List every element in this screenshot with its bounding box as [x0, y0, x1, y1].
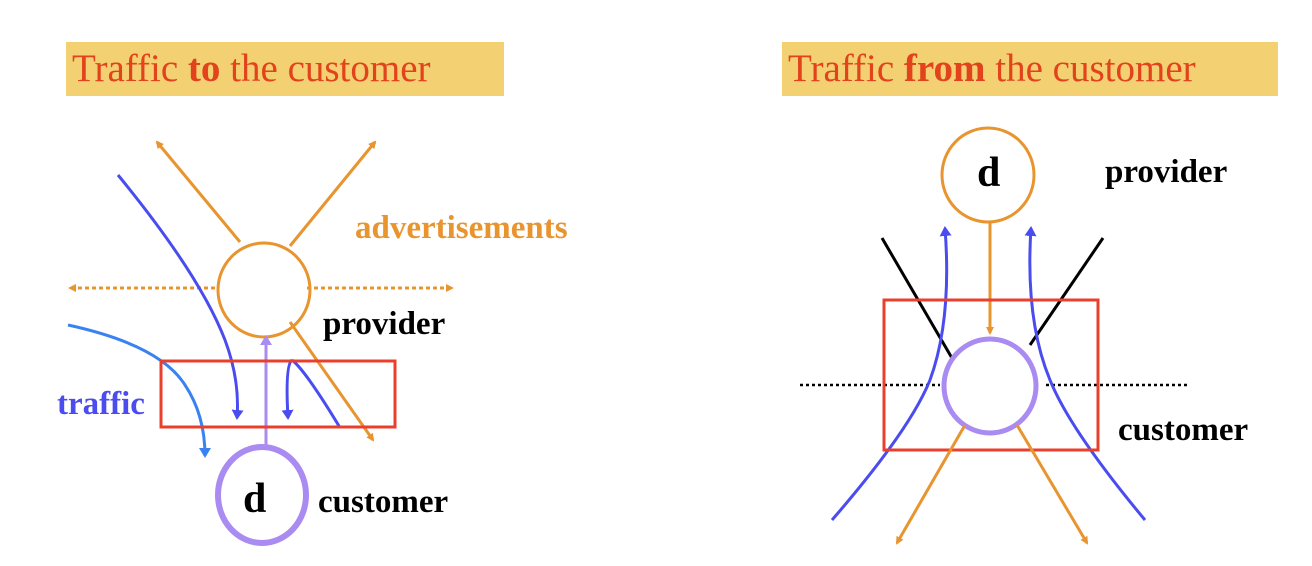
traffic-curve-light	[67, 323, 211, 458]
left-customer-node-label: d	[243, 476, 267, 522]
traffic-line-right	[291, 358, 341, 427]
advertisements-label: advertisements	[355, 210, 568, 246]
advert-out-left	[895, 424, 967, 545]
advert-arrow-up-right	[288, 140, 377, 247]
right-filter-box	[882, 298, 1100, 452]
left-customer-label: customer	[318, 484, 449, 520]
right-title-pre: Traffic	[788, 47, 904, 90]
right-provider-label: provider	[1105, 154, 1228, 190]
right-title: Traffic from the customer	[782, 42, 1278, 96]
black-line-right	[1028, 237, 1105, 346]
left-provider-node	[216, 241, 312, 339]
left-title-bold: to	[187, 47, 221, 90]
right-provider-node-label: d	[977, 150, 1001, 196]
left-diagram	[67, 140, 454, 546]
left-title-pre: Traffic	[72, 47, 188, 90]
right-customer-node	[941, 336, 1039, 436]
traffic-curve-main	[116, 174, 244, 420]
right-title-post: the customer	[985, 47, 1196, 90]
advert-arrow-up-left	[155, 140, 242, 243]
traffic-out-right	[1024, 226, 1147, 521]
left-title-post: the customer	[220, 47, 431, 90]
advert-arrow-down-right	[288, 321, 375, 442]
left-title: Traffic to the customer	[66, 42, 504, 96]
left-provider-label: provider	[323, 306, 446, 342]
right-title-bold: from	[903, 47, 986, 90]
right-diagram	[800, 126, 1190, 545]
left-customer-node	[215, 444, 309, 546]
traffic-label: traffic	[57, 386, 145, 422]
advert-out-right	[1015, 424, 1089, 545]
left-filter-box	[159, 359, 397, 429]
right-provider-node	[940, 126, 1036, 224]
traffic-out-left	[830, 226, 952, 521]
traffic-hook	[281, 358, 294, 420]
right-customer-label: customer	[1118, 412, 1249, 448]
